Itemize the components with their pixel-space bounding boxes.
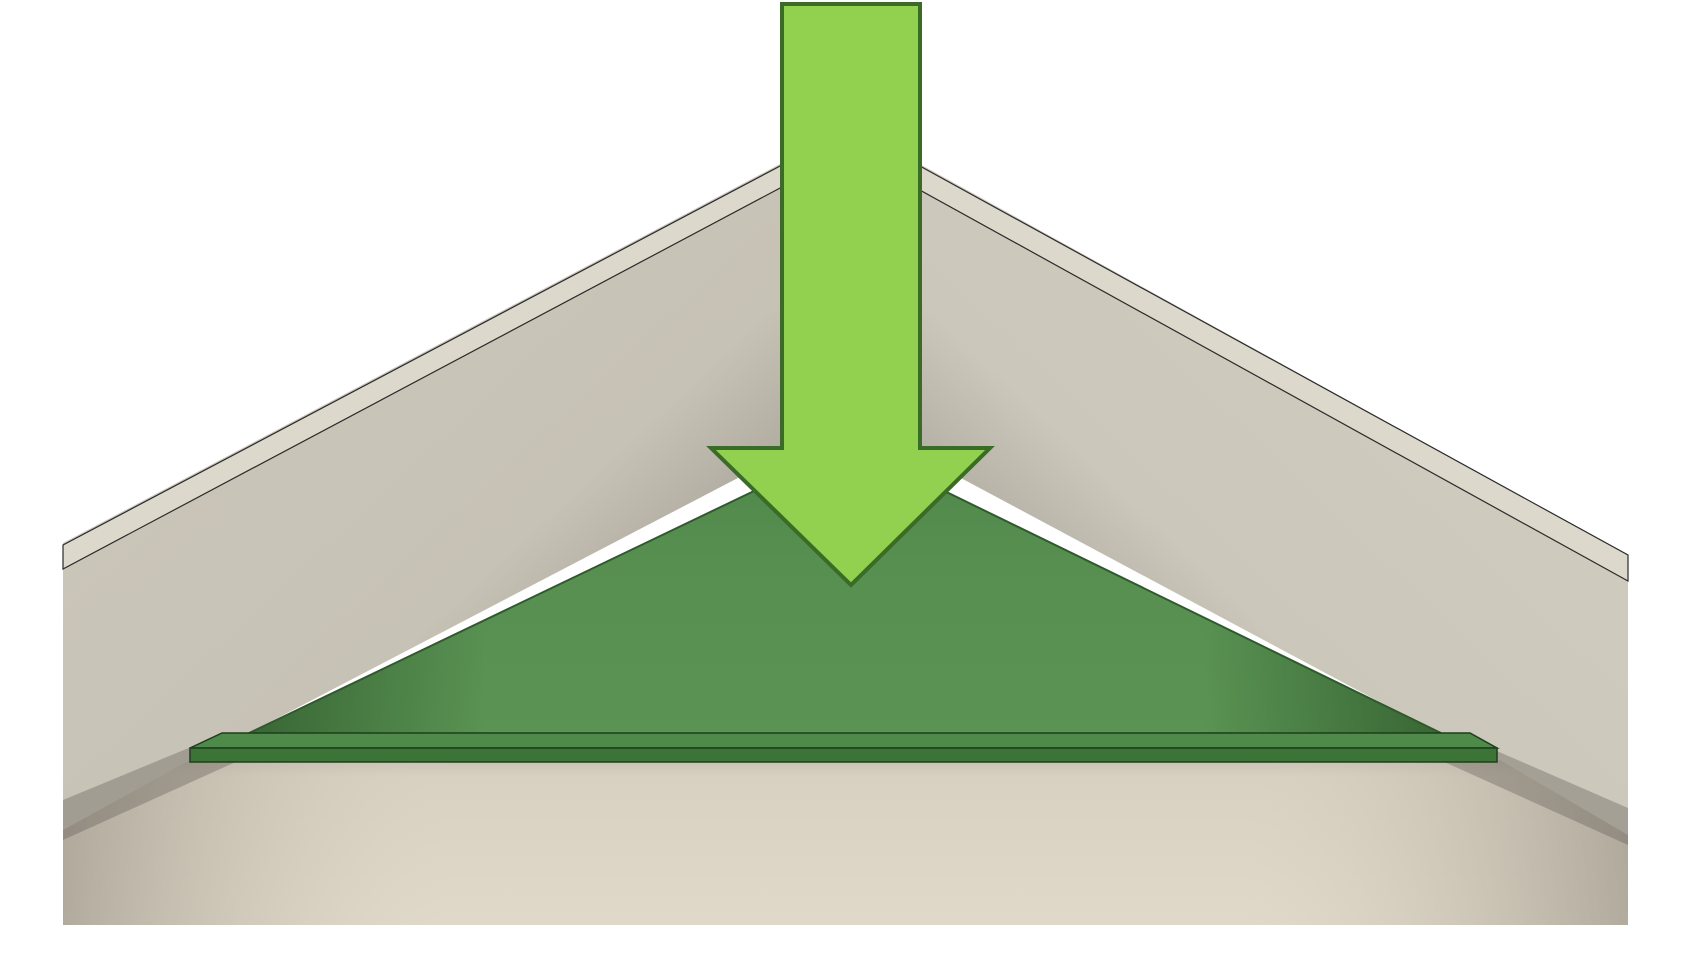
green-gable-panel-edge-shade (245, 445, 1445, 735)
green-shelf-top (189, 732, 1500, 749)
left-roof-wall (63, 163, 782, 830)
green-shelf-front (189, 747, 1498, 763)
right-roof-wall (918, 163, 1628, 835)
attic-floor-shade (63, 760, 1628, 925)
arrow-down-icon (706, 2, 995, 588)
